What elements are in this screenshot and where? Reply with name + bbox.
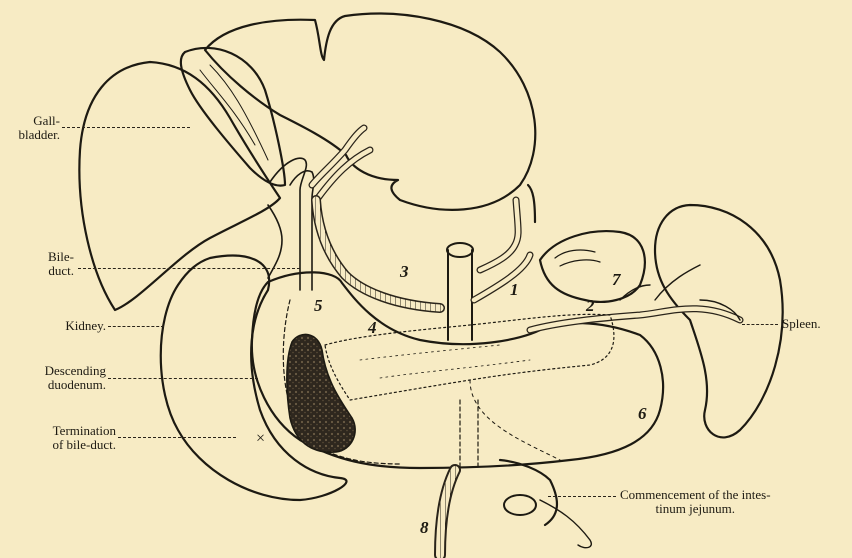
number-8: 8: [420, 518, 429, 538]
gallbladder-leader: [62, 127, 190, 128]
number-4: 4: [368, 318, 377, 338]
pancreas-head: [287, 334, 355, 452]
number-5: 5: [314, 296, 323, 316]
duodenum-leader: [108, 378, 258, 379]
number-1: 1: [510, 280, 519, 300]
label-spleen: Spleen.: [782, 317, 821, 331]
kidney-leader: [108, 326, 164, 327]
gallbladder: [181, 48, 285, 186]
termination-cross-mark: ×: [256, 432, 265, 446]
spleen-leader: [742, 324, 778, 325]
label-bile-duct: Bile-duct.: [4, 250, 74, 278]
number-6: 6: [638, 404, 647, 424]
liver-upper-lobe: [205, 14, 535, 210]
label-jejunum: Commencement of the intes-tinum jejunum.: [620, 488, 771, 516]
termination-leader: [118, 437, 236, 438]
label-gallbladder: Gall-bladder.: [4, 114, 60, 142]
jejunum-leader: [548, 496, 616, 497]
bile-duct-leader: [78, 268, 300, 269]
stomach-fundus: [540, 231, 645, 302]
liver-left-lobe: [79, 62, 280, 310]
number-7: 7: [612, 270, 621, 290]
spleen: [655, 205, 783, 437]
number-2: 2: [586, 296, 595, 316]
label-kidney: Kidney.: [4, 319, 106, 333]
number-3: 3: [400, 262, 409, 282]
